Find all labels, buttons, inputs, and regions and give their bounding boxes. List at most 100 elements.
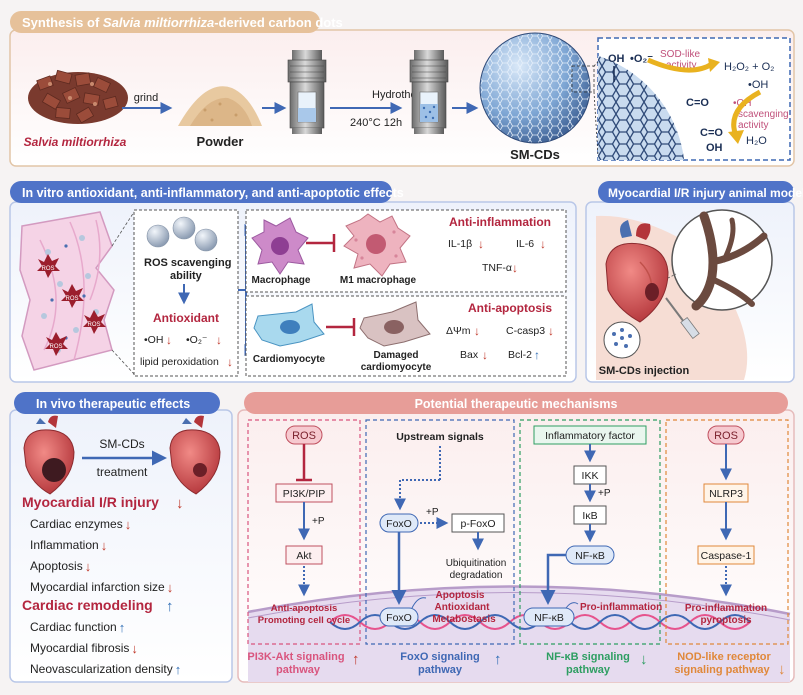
nlrp-pathway-label-1: NOD-like receptor xyxy=(677,651,771,663)
svg-text:ROS: ROS xyxy=(714,430,738,442)
pi3k-pathway-label-2: pathway xyxy=(276,664,321,676)
pi3k-pathway-label-1: PI3K-Akt signaling xyxy=(247,651,344,663)
nlrp-pathway-label-2: signaling pathway xyxy=(674,664,770,676)
treatment-label-1: SM-CDs xyxy=(99,437,144,451)
foxo-pathway-label-2: pathway xyxy=(418,664,463,676)
down-arrow-icon: ↓ xyxy=(125,517,132,532)
damaged-cardiomyocyte-label-2: cardiomyocyte xyxy=(361,362,432,373)
outcome-item: Apoptosis xyxy=(30,559,83,573)
sm-cds-label: SM-CDs xyxy=(510,147,560,162)
recovered-heart-image xyxy=(169,415,221,495)
injured-heart-image xyxy=(23,415,75,495)
mito-potential-item: ΔΨm xyxy=(446,325,471,337)
lipid-peroxidation-item: lipid peroxidation xyxy=(140,356,219,368)
pi3k-effect-1: Anti-apoptosis xyxy=(271,603,338,614)
nlrp3-pathway-box xyxy=(665,419,789,645)
nfkb-effect: Pro-inflammation xyxy=(580,602,662,613)
svg-text:IKK: IKK xyxy=(582,470,599,482)
pi3k-effect-2: Promoting cell cycle xyxy=(258,615,350,626)
foxo-effect-2: Antioxidant xyxy=(435,602,491,613)
oh-radical-label: •OH xyxy=(748,79,768,91)
svg-text:IκB: IκB xyxy=(582,510,597,522)
up-arrow-icon: ↑ xyxy=(119,620,126,635)
in-vivo-header: In vivo therapeutic effects xyxy=(36,397,190,411)
injury-outcomes-list: Cardiac enzymes↓Inflammation↓Apoptosis↓M… xyxy=(30,517,173,595)
down-arrow-icon: ↓ xyxy=(216,333,222,347)
down-arrow-icon: ↓ xyxy=(548,324,554,338)
down-arrow-icon: ↓ xyxy=(167,580,174,595)
remodeling-title: Cardiac remodeling xyxy=(22,597,153,613)
svg-text:ROS: ROS xyxy=(292,430,316,442)
up-arrow-icon: ↑ xyxy=(166,598,174,615)
svg-text:Caspase-1: Caspase-1 xyxy=(701,550,752,562)
cardiac-cell-image: ROS ROS ROS ROS xyxy=(19,211,135,375)
sod-activity-line2: activity xyxy=(666,60,697,71)
up-arrow-icon: ↑ xyxy=(534,348,540,362)
syringe-icon xyxy=(680,317,700,339)
macrophage-image xyxy=(251,217,309,275)
caspase1-node xyxy=(697,545,755,565)
svg-text:ROS: ROS xyxy=(41,266,54,272)
outcome-item: Myocardial infarction size xyxy=(30,580,165,594)
carbonyl-label-1: C=O xyxy=(686,97,709,109)
conditions-label: 240°C 12h xyxy=(350,117,402,129)
up-arrow-icon: ↑ xyxy=(352,651,360,668)
akt-node xyxy=(285,545,323,565)
antioxidant-title: Antioxidant xyxy=(153,311,219,325)
in-vitro-section: In vitro antioxidant, anti-inflammatory,… xyxy=(9,181,577,383)
remodeling-outcomes-list: Cardiac function↑Myocardial fibrosis↓Neo… xyxy=(30,620,181,677)
ros-scavenging-label-2: ability xyxy=(170,270,203,282)
salvia-label: Salvia miltiorrhiza xyxy=(24,135,127,149)
down-arrow-icon: ↓ xyxy=(176,495,184,512)
powder-image xyxy=(178,86,262,126)
mechanisms-section: Potential therapeutic mechanisms ROS PI3… xyxy=(237,392,795,683)
up-arrow-icon: ↑ xyxy=(494,651,502,668)
nlrp-effect-2: pyroptosis xyxy=(700,615,752,626)
down-arrow-icon: ↓ xyxy=(166,333,172,347)
autoclave-result-icon xyxy=(409,50,449,134)
carbonyl-label-2: C=O xyxy=(700,127,723,139)
grind-label: grind xyxy=(134,92,158,104)
c-casp3-item: C-casp3 xyxy=(506,325,545,337)
down-arrow-icon: ↓ xyxy=(540,237,546,251)
hydroxyl-item: •OH xyxy=(144,334,163,346)
pi3k-pathway-box xyxy=(247,419,361,645)
outcome-item: Cardiac enzymes xyxy=(30,517,123,531)
ubiquitination-label-1: Ubiquitination xyxy=(446,558,507,569)
synthesis-header: Synthesis of Salvia miltiorrhiza-derived… xyxy=(22,15,343,30)
m1-macrophage-image xyxy=(343,213,411,277)
svg-text:ROS: ROS xyxy=(49,344,62,350)
nfkb-pathway-label-1: NF-κB signaling xyxy=(546,651,630,663)
powder-label: Powder xyxy=(197,134,244,149)
down-arrow-icon: ↓ xyxy=(227,355,233,369)
down-arrow-icon: ↓ xyxy=(778,661,786,678)
il6-item: IL-6 xyxy=(516,238,534,250)
macrophage-label: Macrophage xyxy=(252,275,311,286)
autoclave-icon xyxy=(287,50,327,134)
up-arrow-icon: ↑ xyxy=(175,662,182,677)
upstream-signals-label: Upstream signals xyxy=(396,431,484,443)
nlrp-effect-1: Pro-inflammation xyxy=(685,603,767,614)
down-arrow-icon: ↓ xyxy=(474,324,480,338)
down-arrow-icon: ↓ xyxy=(482,348,488,362)
svg-text:Inflammatory factor: Inflammatory factor xyxy=(545,430,635,442)
sm-cds-injection-label: SM-CDs injection xyxy=(599,365,690,377)
heart-image xyxy=(605,220,669,323)
treatment-label-2: treatment xyxy=(97,465,148,479)
bcl2-item: Bcl-2 xyxy=(508,349,532,361)
tnfa-item: TNF-α xyxy=(482,262,512,274)
nuclear-nfkb-node xyxy=(523,607,575,627)
svg-text:ROS: ROS xyxy=(87,322,100,328)
svg-text:ROS: ROS xyxy=(65,296,78,302)
superoxide-item: •O₂⁻ xyxy=(186,334,208,346)
oh-scavenging-line2: scavenging xyxy=(738,109,789,120)
ros-scavenging-label-1: ROS scavenging xyxy=(144,257,231,269)
foxo-pathway-label-1: FoxO signaling xyxy=(400,651,479,663)
down-arrow-icon: ↓ xyxy=(131,641,138,656)
outcome-item: Cardiac function xyxy=(30,620,117,634)
nfkb-pathway-box xyxy=(519,419,661,645)
anti-apoptosis-title: Anti-apoptosis xyxy=(468,301,552,315)
svg-text:NLRP3: NLRP3 xyxy=(709,488,743,500)
animal-model-header: Myocardial I/R injury animal model xyxy=(608,186,803,200)
sm-cd-sphere-image xyxy=(479,32,595,144)
